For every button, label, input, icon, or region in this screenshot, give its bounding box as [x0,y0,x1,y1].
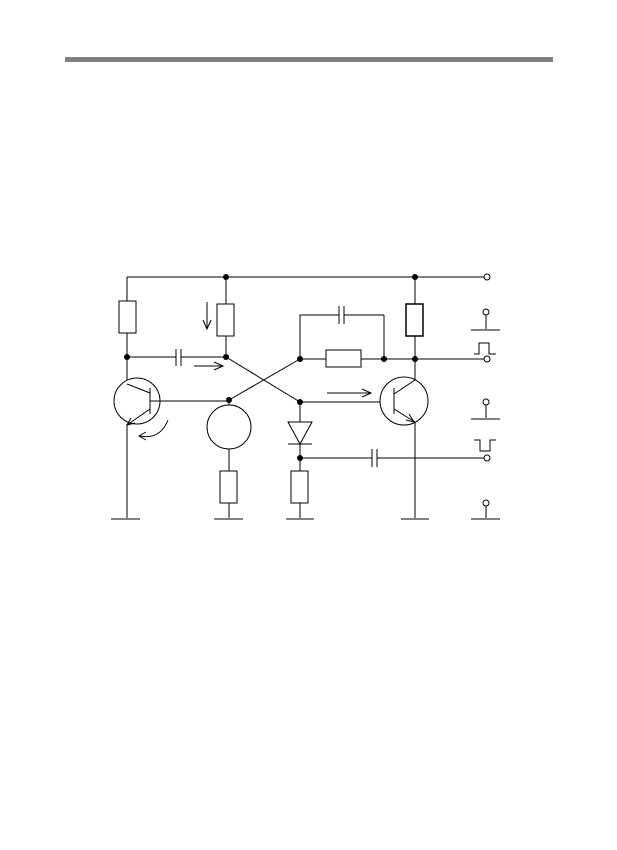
supply-rail [127,273,491,281]
center-branch [194,277,235,371]
right-collector-branch [405,277,491,363]
feedback-network [299,306,418,368]
left-collector-branch [118,277,226,384]
output-ground-symbols [471,308,500,520]
right-transistor [300,359,429,520]
left-collector-resistor [118,300,137,334]
supply-terminal [483,273,491,281]
header-rule [65,57,553,62]
circle-indicator [206,404,252,450]
left-curved-arrow [139,419,169,438]
positive-pulse-icon [474,342,496,355]
diode-branch [286,402,491,520]
meter-branch [206,400,252,520]
right-collector-resistor [405,303,424,337]
diode [287,421,313,446]
positive-pulse-terminal [483,355,491,363]
diode-load-resistor [290,470,309,504]
cross-wires [225,356,303,405]
negative-pulse-terminal [483,454,491,462]
negative-pulse-icon [474,439,496,452]
center-resistor [216,303,235,337]
feedback-resistor [325,349,362,368]
left-transistor [111,377,229,520]
lamp-series-resistor [219,470,238,504]
